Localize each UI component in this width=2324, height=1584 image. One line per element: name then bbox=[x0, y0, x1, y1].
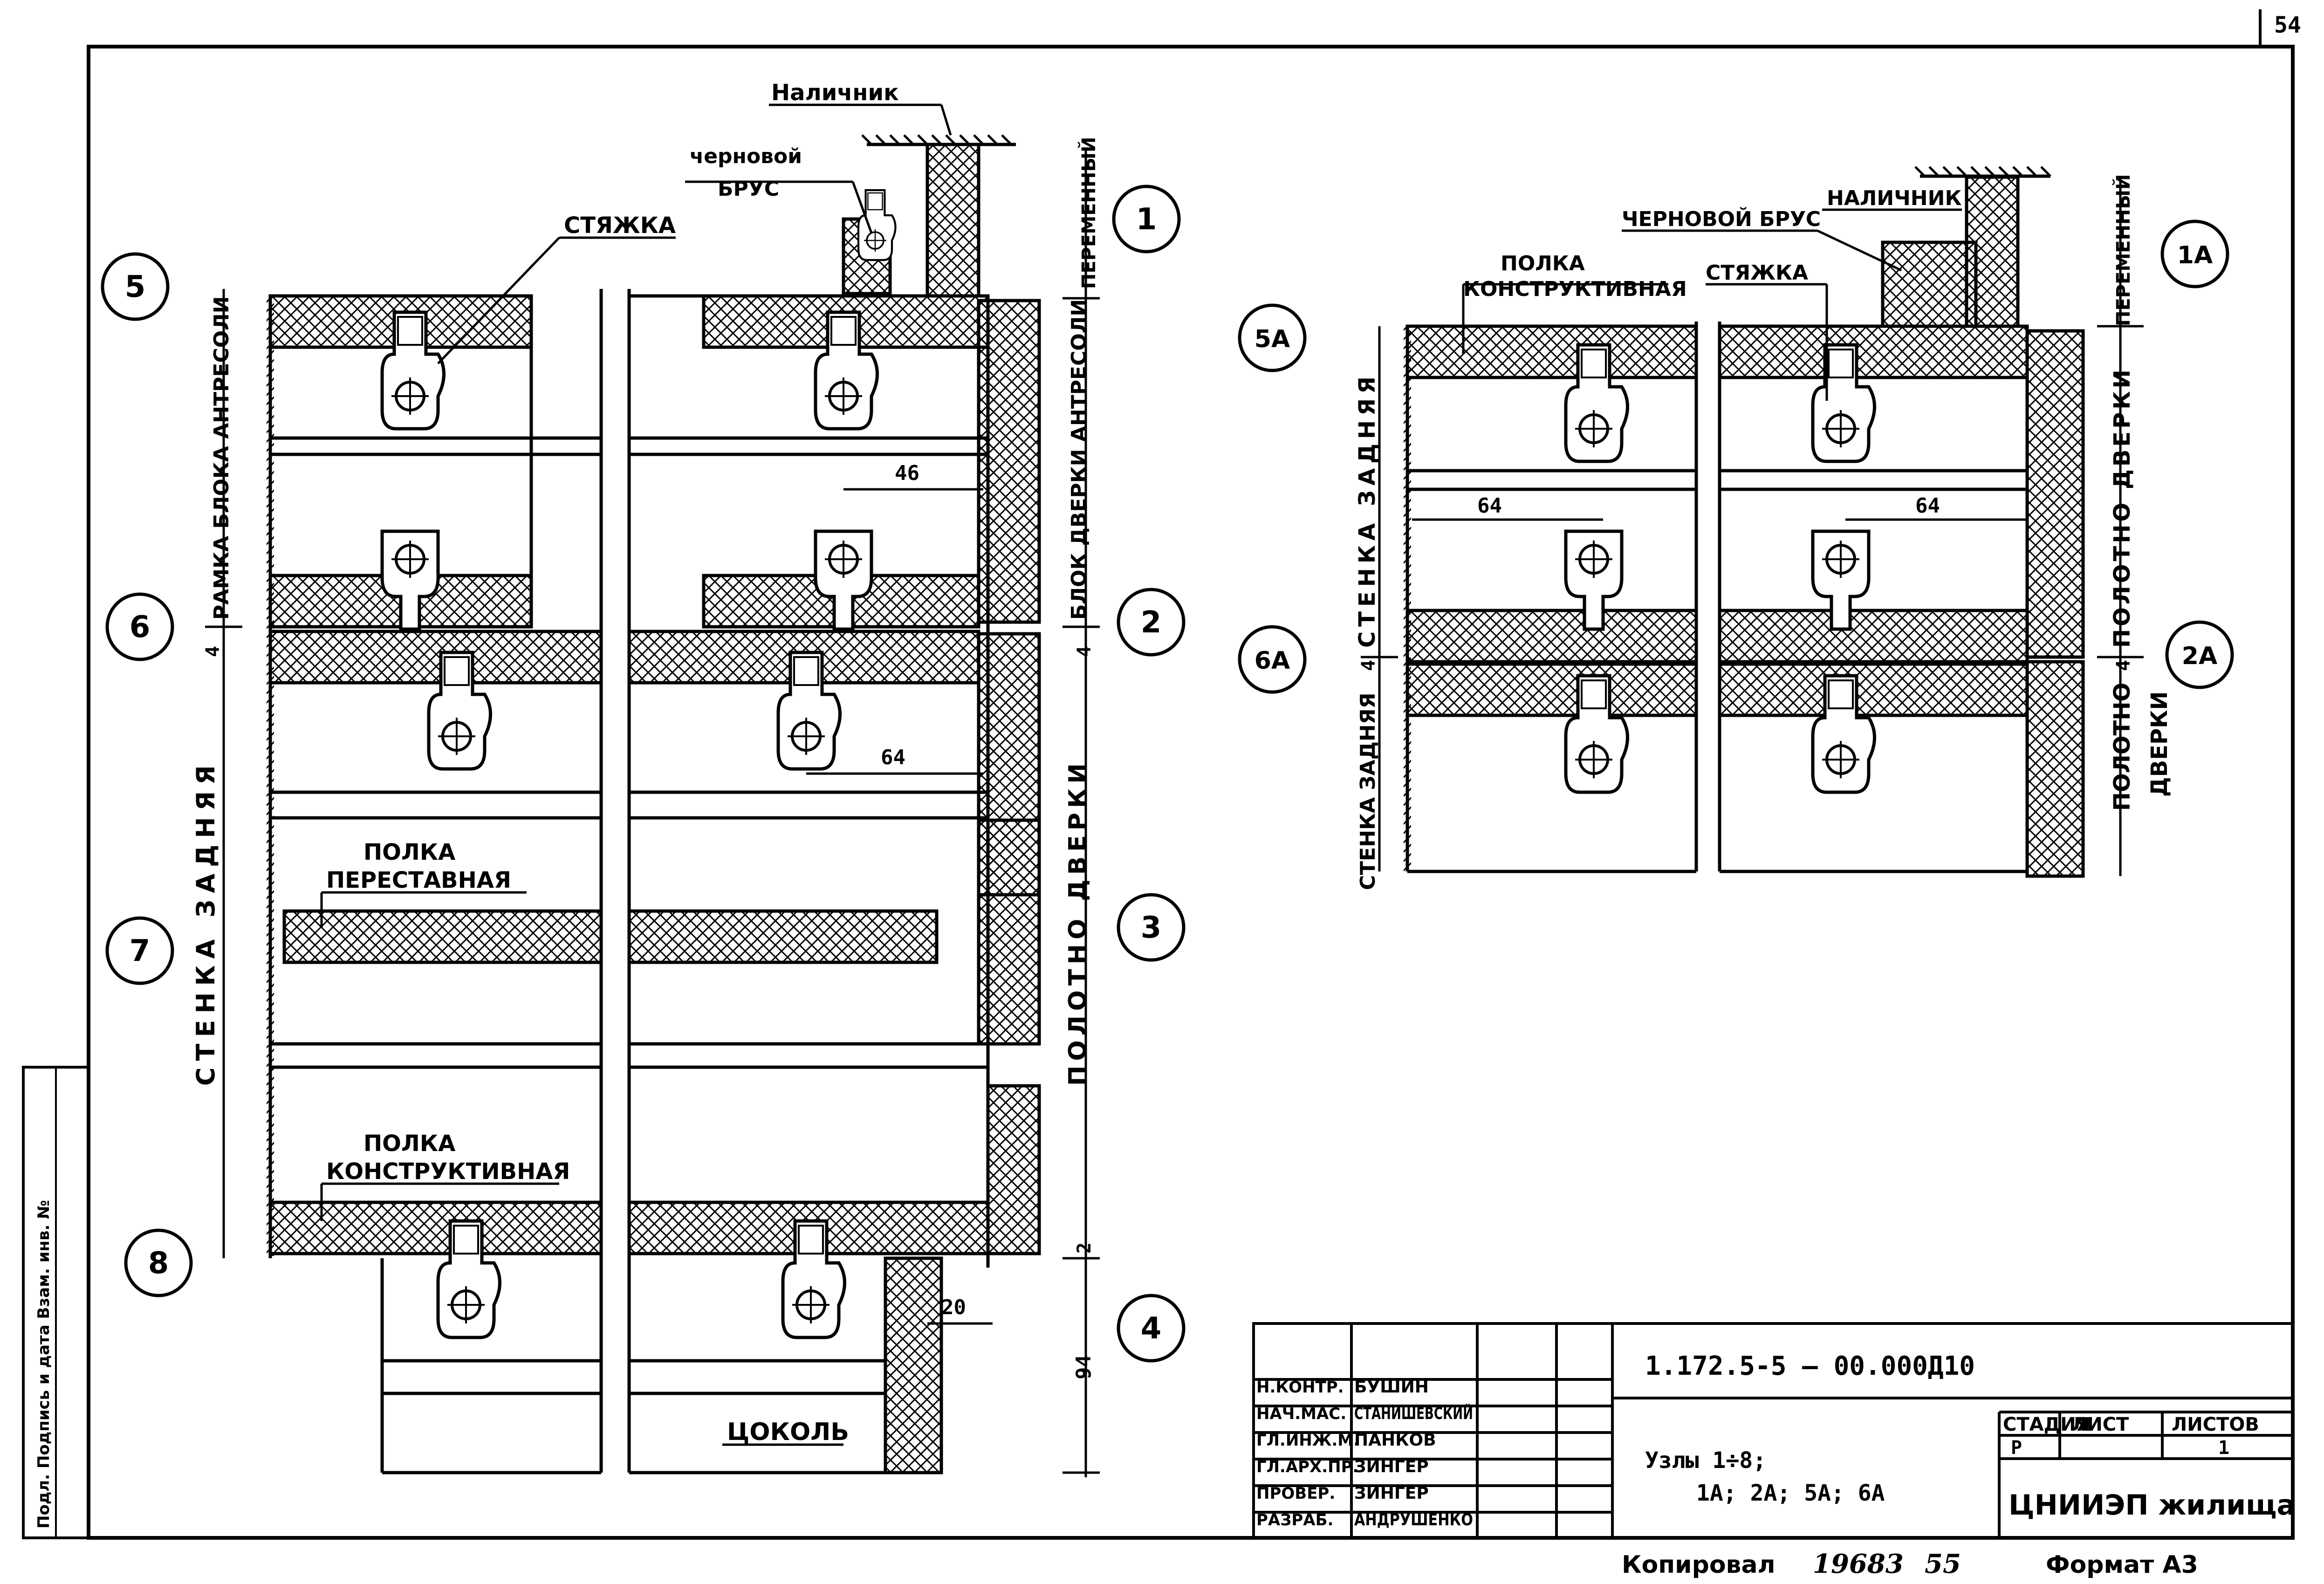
node-label-2: 2 bbox=[1141, 605, 1162, 640]
role-name: ПАНКОВ bbox=[1354, 1431, 1436, 1450]
label-r-polka-1: ПОЛКА bbox=[1501, 252, 1585, 275]
node-marker-3: 3 bbox=[1117, 893, 1186, 962]
role-name: СТАНИШЕВСКИЙ bbox=[1354, 1404, 1473, 1423]
label-r-styazhka: СТЯЖКА bbox=[1706, 261, 1808, 285]
doc-title-2: 1А; 2А; 5А; 6А bbox=[1696, 1480, 1885, 1506]
role-name: ЗИНГЕР bbox=[1354, 1457, 1429, 1476]
role-label: ПРОВЕР. bbox=[1256, 1484, 1335, 1503]
side-stamp: Подл. Подпись и дата Взам. инв. № bbox=[22, 1066, 90, 1539]
stage-value: Р bbox=[2011, 1437, 2022, 1459]
sheet-header: ЛИСТ bbox=[2071, 1414, 2129, 1435]
dim-4-r-left: 4 bbox=[1358, 660, 1379, 671]
node-label-7: 7 bbox=[130, 934, 151, 968]
node-marker-1a: 1А bbox=[2160, 219, 2229, 288]
stage-header: СТАДИЯ bbox=[2003, 1414, 2091, 1435]
node-markers: 1 2 3 4 5 6 7 8 1А 2А 5А 6А bbox=[101, 185, 2234, 1363]
node-marker-6: 6 bbox=[105, 592, 174, 661]
side-stamp-text: Подл. Подпись и дата Взам. инв. № bbox=[34, 1200, 53, 1529]
dim-64-right-b: 64 bbox=[1915, 494, 1940, 518]
role-name: АНДРУШЕНКО bbox=[1354, 1510, 1473, 1529]
dim-4-right: 4 bbox=[1074, 646, 1095, 657]
label-ramka: РАМКА БЛОКА АНТРЕСОЛИ bbox=[210, 296, 233, 620]
node-label-5: 5 bbox=[125, 270, 146, 304]
dim-4-left: 4 bbox=[202, 646, 224, 657]
dim-64-left: 64 bbox=[881, 746, 905, 769]
label-r-polka-2: КОНСТРУКТИВНАЯ bbox=[1463, 277, 1687, 301]
label-tsokol: ЦОКОЛЬ bbox=[727, 1418, 849, 1446]
label-stenka-zadnyaya: СТЕНКА ЗАДНЯЯ bbox=[191, 759, 220, 1086]
drawing-frame bbox=[87, 45, 2295, 1540]
footer-format: Формат А3 bbox=[2046, 1551, 2198, 1579]
label-polka-perestavnaya-2: ПЕРЕСТАВНАЯ bbox=[326, 867, 511, 893]
dim-2: 2 bbox=[1074, 1242, 1095, 1254]
doc-code: 1.172.5-5 — 00.000Д10 bbox=[1645, 1351, 1975, 1381]
label-brus: БРУС bbox=[718, 177, 779, 201]
node-marker-2: 2 bbox=[1117, 588, 1186, 657]
role-label: ГЛ.АРХ.ПР. bbox=[1256, 1458, 1358, 1476]
node-label-1: 1 bbox=[1136, 202, 1157, 237]
label-r-peremenny: ПЕРЕМЕННЫЙ bbox=[2112, 174, 2134, 326]
label-chernovoy: черновой bbox=[690, 144, 802, 168]
label-r-nalichnik: НАЛИЧНИК bbox=[1827, 186, 1961, 210]
node-label-4: 4 bbox=[1141, 1311, 1162, 1346]
label-polotno-dverki: ПОЛОТНО ДВЕРКИ bbox=[1064, 759, 1092, 1086]
dim-4-r-right: 4 bbox=[2113, 660, 2134, 671]
footer-kopiroval: Копировал bbox=[1622, 1551, 1776, 1579]
dim-46: 46 bbox=[895, 461, 919, 485]
page-number: 54 bbox=[2274, 12, 2301, 38]
node-marker-2a: 2А bbox=[2165, 620, 2234, 689]
label-r-stenka-zadnyaya-top: СТЕНКА ЗАДНЯЯ bbox=[1354, 372, 1380, 648]
node-marker-4: 4 bbox=[1117, 1294, 1186, 1363]
org-name: ЦНИИЭП жилища bbox=[2009, 1489, 2296, 1522]
doc-title-1: Узлы 1÷8; bbox=[1645, 1447, 1766, 1474]
label-r-polotno-dverki: ПОЛОТНО ДВЕРКИ bbox=[2109, 367, 2135, 648]
title-block: 1.172.5-5 — 00.000Д10 Узлы 1÷8; 1А; 2А; … bbox=[1252, 1322, 2296, 1539]
label-r-dverki: ДВЕРКИ bbox=[2146, 691, 2173, 797]
node-label-5a: 5А bbox=[1255, 325, 1290, 353]
node-marker-7: 7 bbox=[105, 916, 174, 985]
node-label-8: 8 bbox=[148, 1246, 169, 1281]
role-label: НАЧ.МАС. bbox=[1256, 1405, 1346, 1423]
label-r-chernovoy-brus: ЧЕРНОВОЙ БРУС bbox=[1622, 206, 1821, 231]
node-label-6a: 6А bbox=[1255, 647, 1290, 675]
node-marker-5: 5 bbox=[101, 252, 170, 321]
role-label: РАЗРАБ. bbox=[1256, 1511, 1333, 1529]
node-marker-6a: 6А bbox=[1238, 625, 1307, 694]
label-styazhka: СТЯЖКА bbox=[564, 213, 676, 239]
dim-94: 94 bbox=[1072, 1355, 1096, 1379]
node-label-1a: 1А bbox=[2177, 241, 2213, 269]
node-marker-1: 1 bbox=[1112, 185, 1181, 254]
role-label: Н.КОНТР. bbox=[1256, 1378, 1344, 1397]
label-r-stenka-zadnyaya-bottom: СТЕНКА ЗАДНЯЯ bbox=[1356, 693, 1380, 890]
right-detail bbox=[1404, 166, 2085, 878]
dim-64-right-a: 64 bbox=[1477, 494, 1502, 518]
label-peremenny: ПЕРЕМЕННЫЙ bbox=[1077, 137, 1100, 289]
footer-num1: 19683 bbox=[1813, 1549, 1904, 1579]
label-polka-konstr-1: ПОЛКА bbox=[363, 1131, 455, 1157]
label-blok-dverki: БЛОК ДВЕРКИ АНТРЕСОЛИ bbox=[1067, 299, 1091, 620]
footer-num2: 55 bbox=[1925, 1549, 1961, 1579]
role-label: ГЛ.ИНЖ.М. bbox=[1256, 1431, 1359, 1450]
label-polka-konstr-2: КОНСТРУКТИВНАЯ bbox=[326, 1159, 570, 1185]
sheets-header: ЛИСТОВ bbox=[2172, 1414, 2259, 1435]
label-polka-perestavnaya-1: ПОЛКА bbox=[363, 839, 455, 865]
node-marker-5a: 5А bbox=[1238, 303, 1307, 372]
dim-20: 20 bbox=[941, 1296, 966, 1319]
label-r-polotno: ПОЛОТНО bbox=[2109, 683, 2135, 811]
node-label-3: 3 bbox=[1141, 911, 1162, 945]
node-label-6: 6 bbox=[130, 610, 151, 645]
left-detail bbox=[267, 134, 1041, 1474]
label-nalichnik: Наличник bbox=[771, 80, 899, 106]
role-name: БУШИН bbox=[1354, 1378, 1429, 1397]
node-label-2a: 2А bbox=[2182, 642, 2217, 670]
sheets-value: 1 bbox=[2218, 1437, 2229, 1459]
node-marker-8: 8 bbox=[124, 1228, 193, 1297]
role-name: ЗИНГЕР bbox=[1354, 1484, 1429, 1503]
